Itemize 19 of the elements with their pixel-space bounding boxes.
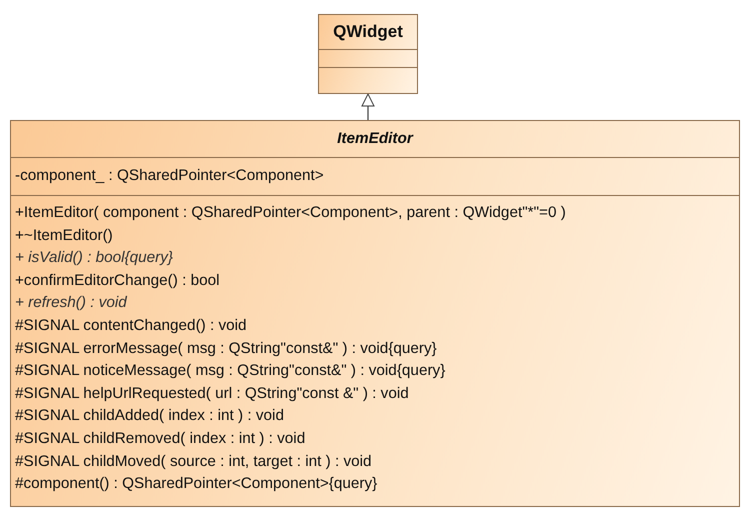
operation-text: + isValid() : bool{query} [15,248,174,268]
operation-text: + refresh() : void [15,293,127,314]
operation-text: #SIGNAL contentChanged() : void [15,316,247,336]
class-name: QWidget [333,22,403,42]
operation-text: #SIGNAL childRemoved( index : int ) : void [15,428,306,449]
operation-text: #SIGNAL childAdded( index : int ) : void [15,406,284,426]
operation-text: +~ItemEditor() [15,226,113,246]
operation-text: #SIGNAL childMoved( source : int, target : int ) : void [15,452,372,472]
class-name: ItemEditor [337,130,413,148]
operation-text: #SIGNAL errorMessage( msg : QString"const&" ) : void{query} [15,338,437,359]
class-box [10,120,740,507]
operation-text: #component() : QSharedPointer<Component>{query} [15,474,378,494]
operation-text: +ItemEditor( component : QSharedPointer<Component>, parent : QWidget"*"=0 ) [15,203,566,223]
class-box [318,14,418,94]
attribute-text: -component_ : QSharedPointer<Component> [15,166,324,186]
operation-text: #SIGNAL noticeMessage( msg : QString"const&" ) : void{query} [15,361,446,382]
operation-text: +confirmEditorChange() : bool [15,270,220,291]
operation-text: #SIGNAL helpUrlRequested( url : QString"const &" ) : void [15,384,409,404]
generalization-arrow [362,94,374,120]
